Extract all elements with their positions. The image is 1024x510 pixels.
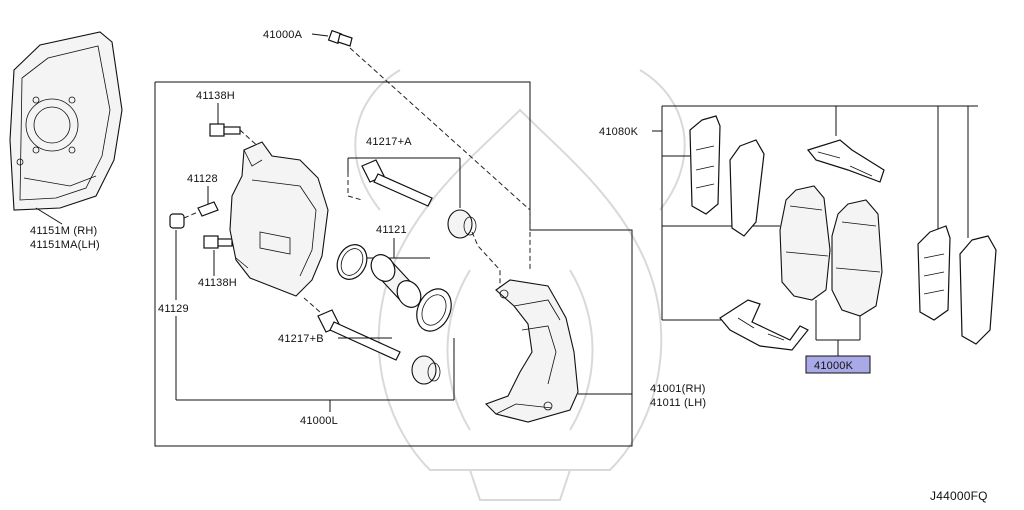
shim-left-outer-part (689, 115, 721, 215)
bolt-41138h-bottom-part (203, 235, 233, 249)
leader-41000a (311, 33, 329, 37)
label-41217b: 41217+B (278, 333, 324, 345)
watermark-emblem (354, 69, 686, 501)
bolt-41138h-top-part (209, 123, 241, 137)
cap-41129-part (169, 213, 185, 229)
dashed-guide-boot-a (471, 231, 501, 288)
caliper-bracket-part (485, 279, 579, 423)
shim-right-outer-part (917, 225, 951, 321)
label-41128: 41128 (187, 173, 218, 185)
dust-shield-part (9, 31, 123, 211)
dust-boot-part (416, 288, 452, 332)
dashed-guide-41000a (349, 47, 531, 270)
boot-41217a-part (447, 209, 477, 239)
guide-pin-41217b-part (317, 309, 401, 361)
bolt-41000a-part (327, 29, 353, 47)
label-41151ma: 41151MA(LH) (30, 239, 100, 251)
clip-bottom-part (719, 299, 809, 351)
piston-seal-part (336, 244, 368, 280)
label-41121: 41121 (376, 224, 407, 236)
bleeder-41128-part (197, 201, 219, 217)
leader-41151m (35, 207, 63, 225)
diagram-code: J44000FQ (930, 489, 988, 503)
caliper-assembly-frame (154, 81, 633, 447)
dashed-guide-41129 (183, 211, 199, 219)
guide-pin-41217a-part (361, 159, 433, 207)
label-41001: 41001(RH) (650, 383, 706, 395)
label-41080k: 41080K (599, 126, 639, 138)
label-41000a: 41000A (263, 29, 303, 41)
label-41011: 41011 (LH) (650, 397, 706, 409)
caliper-body-part (229, 141, 329, 297)
dashed-guide-41217a (347, 172, 363, 201)
label-41129: 41129 (158, 303, 189, 315)
piston-part (370, 254, 422, 308)
label-41000k: 41000K (814, 360, 854, 372)
dashed-guide-41217b (303, 297, 321, 313)
shim-right-inner-part (959, 235, 997, 345)
brake-pad-outer-part (779, 185, 831, 301)
brake-pad-inner-part (831, 199, 883, 317)
shim-left-inner-part (729, 139, 765, 237)
label-41138h-bottom: 41138H (198, 277, 237, 289)
label-41000l: 41000L (300, 415, 338, 427)
label-41151m: 41151M (RH) (30, 225, 97, 237)
boot-41217b-part (411, 355, 441, 385)
highlight-box-41000k (805, 355, 871, 374)
label-41138h-top: 41138H (196, 90, 235, 102)
clip-top-part (806, 139, 885, 183)
label-41217a: 41217+A (366, 136, 412, 148)
